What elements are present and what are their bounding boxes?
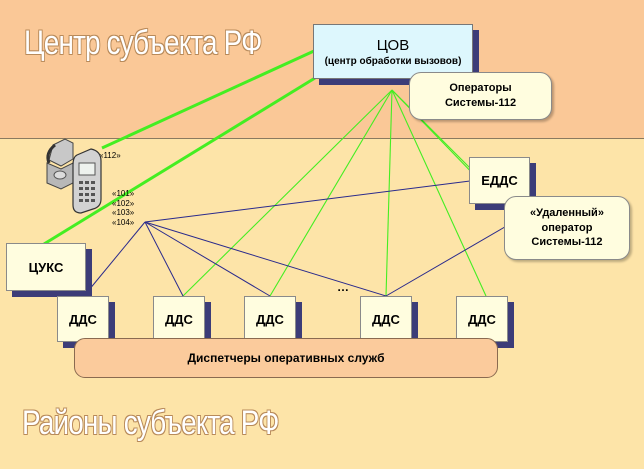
cov-title: ЦОВ [376,36,410,54]
dds-box: ДДС [456,296,508,342]
green-links-thin [182,89,513,297]
remote-to-dds-3-link [385,223,511,297]
cov-to-dds-2-link [269,89,393,297]
hub-to-dds-1-link [144,221,184,297]
cov-to-dds-3-link [385,89,393,297]
cov-subtitle: (центр обработки вызовов) [324,55,462,67]
service-numbers-label: «101» «102» «103» «104» [112,189,135,227]
hub-to-dds-3-link [144,221,387,297]
phone-to-cov-link [101,49,315,150]
blue-links [83,180,511,297]
dispatchers-bar: Диспетчеры оперативных служб [74,338,498,378]
green-links-thick [43,49,316,246]
center-region-title: Центр субъекта РФ [24,24,262,62]
districts-region-title: Районы субъекта РФ [22,404,279,442]
ellipsis-label: … [337,280,350,294]
eddc-box: ЕДДС [469,157,530,204]
dds-box: ДДС [57,296,109,342]
cov-to-dds-4-link [391,89,487,297]
phone-handset-icon [46,138,102,214]
dds-box: ДДС [244,296,296,342]
cov-to-dds-1-link [182,89,393,297]
dds-box: ДДС [360,296,412,342]
remote-operator-callout: «Удаленный» оператор Системы-112 [504,196,630,260]
cuks-box: ЦУКС [6,243,86,291]
operators-112-callout: Операторы Системы-112 [409,72,552,120]
dds-box: ДДС [153,296,205,342]
number-112-label: «112» [99,151,121,160]
cov-box: ЦОВ (центр обработки вызовов) [313,24,473,79]
cov-to-cuks-link [43,76,316,246]
hub-to-dds-0-link [83,221,146,297]
hub-to-eddc-link [144,180,471,223]
hub-to-dds-2-link [144,221,271,297]
